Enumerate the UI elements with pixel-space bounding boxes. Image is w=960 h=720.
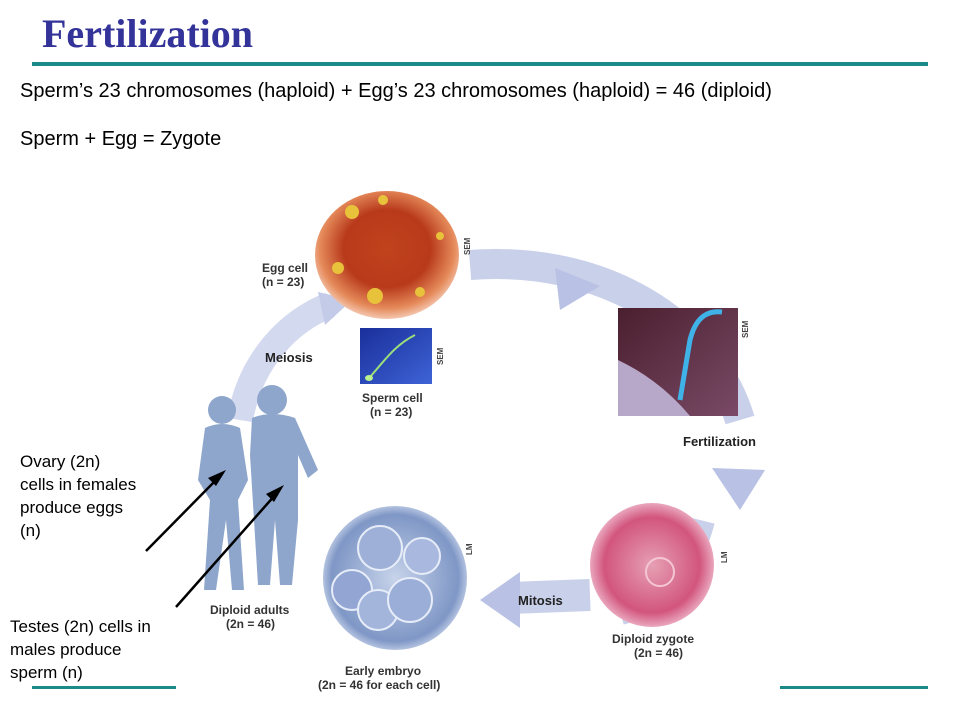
egg-cell-count: (n = 23) bbox=[262, 275, 304, 289]
zygote-micrograph bbox=[590, 503, 714, 627]
sperm-sem-tag: SEM bbox=[436, 347, 445, 365]
adults-label: Diploid adults bbox=[210, 603, 290, 617]
testes-note-line: Testes (2n) cells in bbox=[10, 617, 151, 636]
egg-cell-label: Egg cell bbox=[262, 261, 308, 275]
ovary-note-line: (n) bbox=[20, 521, 41, 540]
testes-note-line: males produce bbox=[10, 640, 122, 659]
adults-count: (2n = 46) bbox=[226, 617, 275, 631]
embryo-count: (2n = 46 for each cell) bbox=[318, 678, 440, 692]
ovary-note-line: produce eggs bbox=[20, 498, 124, 517]
testes-note-line: sperm (n) bbox=[10, 663, 83, 682]
sperm-cell-label: Sperm cell bbox=[362, 391, 423, 405]
zygote-equation: Sperm + Egg = Zygote bbox=[20, 128, 222, 150]
ovary-note-line: Ovary (2n) bbox=[20, 452, 101, 471]
sperm-cell-micrograph bbox=[360, 328, 432, 384]
stage-mitosis-label: Mitosis bbox=[518, 593, 563, 608]
sperm-cell-count: (n = 23) bbox=[370, 405, 412, 419]
stage-meiosis-label: Meiosis bbox=[265, 350, 313, 365]
embryo-label: Early embryo bbox=[345, 664, 421, 678]
ovary-note-line: cells in females bbox=[20, 475, 137, 494]
egg-sem-tag: SEM bbox=[463, 237, 472, 255]
testes-note: Testes (2n) cells in males produce sperm… bbox=[10, 615, 190, 684]
zygote-lm-tag: LM bbox=[720, 551, 729, 563]
embryo-lm-tag: LM bbox=[465, 543, 474, 555]
embryo-micrograph bbox=[323, 506, 467, 650]
diploid-adults-silhouettes bbox=[198, 385, 318, 590]
stage-fertilization-label: Fertilization bbox=[683, 434, 756, 449]
fertilization-sem-tag: SEM bbox=[741, 320, 750, 338]
footer-rule-right bbox=[780, 686, 928, 689]
chromosome-equation: Sperm’s 23 chromosomes (haploid) + Egg’s… bbox=[20, 80, 772, 102]
egg-cell-micrograph bbox=[315, 191, 459, 319]
pointer-arrows bbox=[145, 470, 284, 608]
title-divider bbox=[32, 62, 928, 66]
ovary-note: Ovary (2n) cells in females produce eggs… bbox=[20, 450, 180, 542]
fertilization-micrograph bbox=[618, 308, 738, 416]
zygote-label: Diploid zygote bbox=[612, 632, 694, 646]
zygote-count: (2n = 46) bbox=[634, 646, 683, 660]
slide-title: Fertilization bbox=[42, 11, 254, 56]
footer-rule-left bbox=[32, 686, 176, 689]
